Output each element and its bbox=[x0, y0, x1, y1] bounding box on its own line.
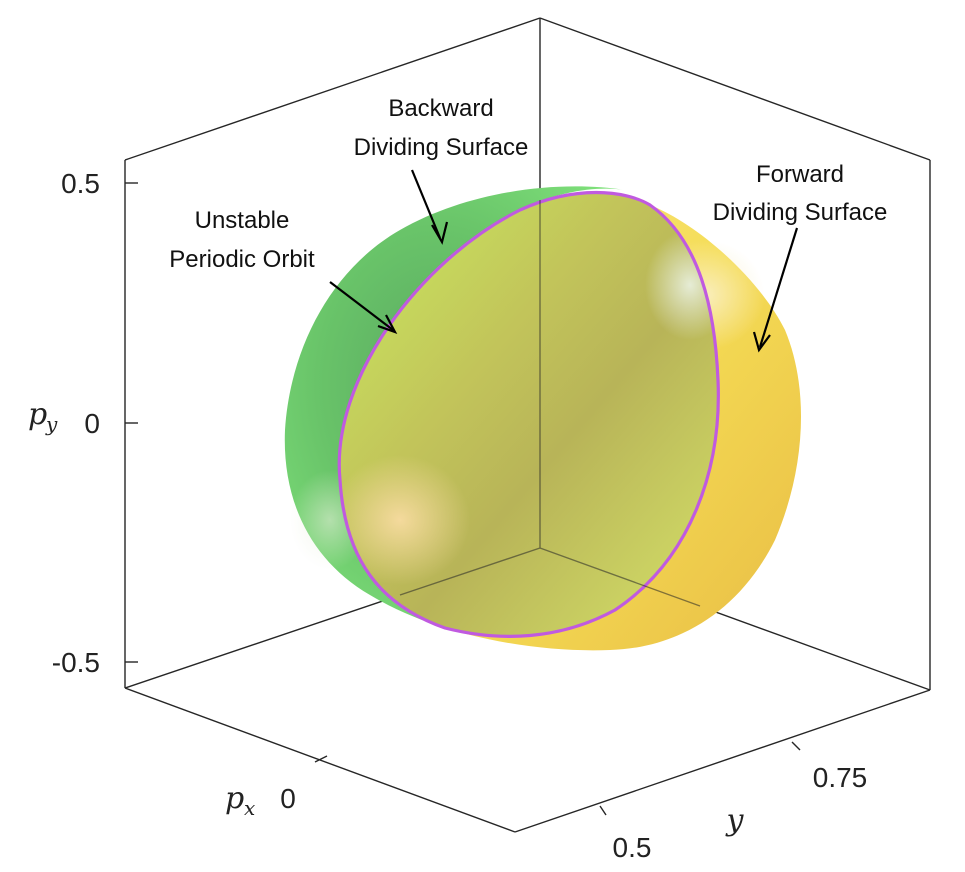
py-axis-label: p y bbox=[28, 397, 58, 436]
py-tick-label-top: 0.5 bbox=[61, 168, 100, 199]
svg-text:Dividing Surface: Dividing Surface bbox=[354, 134, 529, 161]
axis-ticks bbox=[125, 182, 801, 816]
y-tick-label-05: 0.5 bbox=[613, 832, 652, 863]
y-tick-label-075: 0.75 bbox=[813, 762, 868, 793]
svg-text:Dividing Surface: Dividing Surface bbox=[713, 199, 888, 226]
px-axis-label: p x bbox=[225, 781, 255, 820]
annotation-backward-surface: Backward Dividing Surface bbox=[354, 95, 529, 161]
svg-text:Forward: Forward bbox=[756, 161, 844, 188]
axes-box-inner bbox=[399, 200, 701, 607]
unstable-periodic-orbit bbox=[337, 190, 720, 638]
svg-text:Backward: Backward bbox=[388, 95, 493, 122]
svg-text:Periodic Orbit: Periodic Orbit bbox=[169, 246, 315, 273]
arrow-forward-surface bbox=[752, 227, 799, 353]
y-axis-label: y bbox=[725, 803, 745, 838]
py-tick-label-bottom: -0.5 bbox=[52, 647, 100, 678]
py-tick-label-mid: 0 bbox=[84, 408, 100, 439]
svg-text:p: p bbox=[225, 781, 244, 816]
svg-text:x: x bbox=[244, 796, 255, 820]
svg-text:y: y bbox=[45, 412, 58, 436]
arrow-backward-surface bbox=[410, 169, 449, 245]
svg-text:Unstable: Unstable bbox=[195, 207, 290, 234]
arrow-periodic-orbit bbox=[329, 281, 398, 334]
disk-highlight-lower bbox=[339, 455, 470, 585]
backward-dividing-surface bbox=[284, 186, 625, 629]
annotation-forward-surface: Forward Dividing Surface bbox=[713, 161, 888, 226]
svg-text:p: p bbox=[28, 397, 47, 432]
annotation-periodic-orbit: Unstable Periodic Orbit bbox=[169, 207, 315, 273]
px-tick-label: 0 bbox=[280, 783, 296, 814]
